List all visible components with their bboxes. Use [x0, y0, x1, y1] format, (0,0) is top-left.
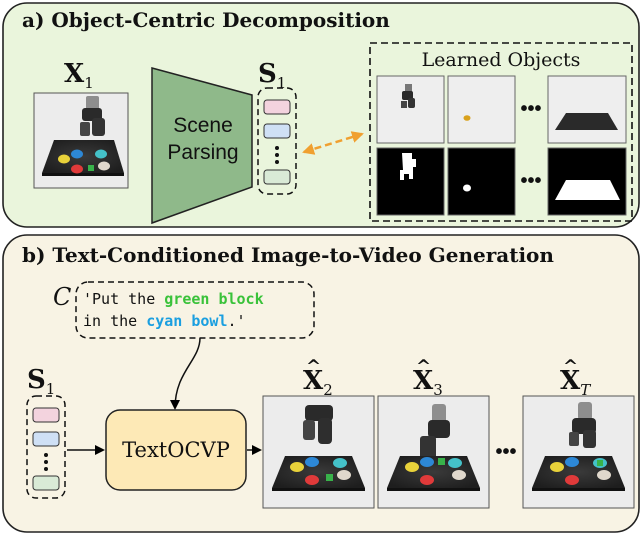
hat-x2: ^	[306, 356, 321, 377]
input-image-label: X1	[64, 59, 94, 92]
slot-b-1	[32, 407, 60, 423]
slot-2	[263, 123, 291, 139]
object-image-yellow-bowl	[447, 75, 516, 144]
encoder-label-line2: Parsing	[167, 141, 238, 164]
frame-label-x3: X3	[413, 366, 443, 399]
prompt-to-model-arrow	[170, 337, 201, 410]
slots-label-b: S1	[27, 365, 55, 398]
generated-frame-t	[522, 395, 635, 509]
slot-3	[263, 169, 291, 185]
hat-xt: ^	[563, 356, 578, 377]
slots-stack-b	[26, 395, 66, 499]
panel-b-title: b) Text-Conditioned Image-to-Video Gener…	[22, 243, 554, 267]
frames-ellipsis: •••	[495, 441, 516, 463]
slot-b-3	[32, 475, 60, 491]
panel-a-title: a) Object-Centric Decomposition	[22, 8, 390, 32]
slot-b-2	[32, 431, 60, 447]
text-prompt-box	[75, 281, 315, 339]
learned-objects-title: Learned Objects	[422, 49, 581, 71]
textocvp-model	[105, 409, 247, 491]
learned-objects-panel: Learned Objects ••• •••	[369, 42, 633, 222]
scene-parsing-encoder	[151, 67, 253, 225]
generated-frame-2	[262, 395, 375, 509]
generated-frame-3	[377, 395, 490, 509]
slots-stack	[257, 87, 297, 195]
frame-label-x2: X2	[303, 366, 333, 399]
slots-label: S1	[258, 59, 286, 92]
slot-1	[263, 99, 291, 115]
mask-yellow-bowl	[447, 147, 516, 216]
frame-label-xt: XT	[560, 366, 591, 399]
model-label: TextOCVP	[122, 438, 230, 462]
slot-object-correspondence-arrow	[302, 131, 364, 155]
panel-a: a) Object-Centric Decomposition X1 Scene…	[2, 2, 640, 228]
object-image-table	[547, 75, 627, 144]
condition-symbol: C	[53, 283, 71, 311]
learned-objects-ellipsis-top: •••	[520, 98, 541, 120]
panel-b: b) Text-Conditioned Image-to-Video Gener…	[2, 234, 640, 533]
input-scene-image	[33, 92, 129, 189]
hat-x3: ^	[416, 356, 431, 377]
prompt-line-2: in the cyan bowl.'	[83, 312, 246, 330]
encoder-label-line1: Scene	[173, 114, 233, 137]
prompt-line-1: 'Put the green block	[83, 290, 264, 308]
learned-objects-ellipsis-bottom: •••	[520, 170, 541, 192]
